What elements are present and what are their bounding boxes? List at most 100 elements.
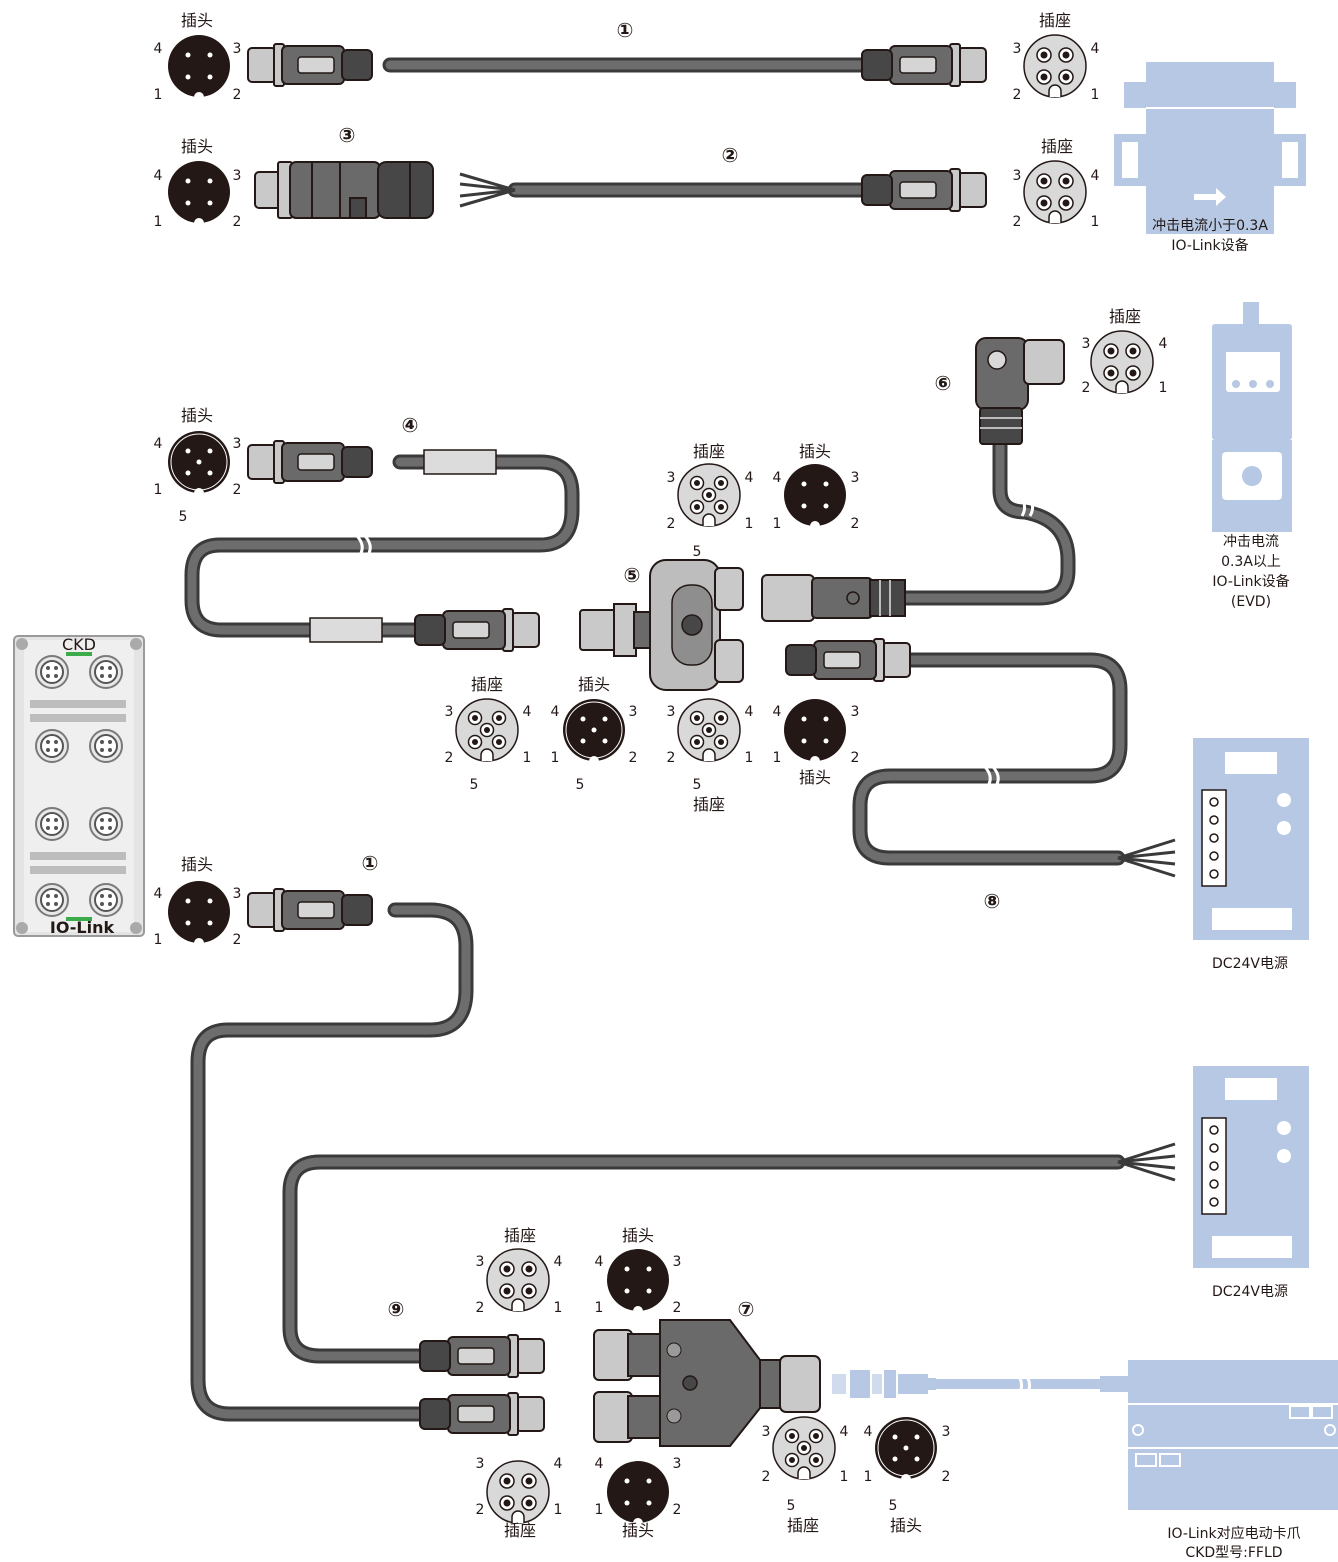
svg-text:1: 1 — [745, 516, 754, 532]
power-supply-1: DC24V电源 — [1193, 738, 1309, 972]
evd-device: 冲击电流 0.3A以上 IO-Link设备 (EVD) — [1212, 302, 1292, 610]
cable9-end-socket: 插座 3 4 2 1 — [476, 1226, 563, 1316]
svg-text:2: 2 — [942, 1469, 951, 1485]
svg-text:IO-Link设备: IO-Link设备 — [1171, 237, 1248, 254]
svg-text:4: 4 — [595, 1254, 604, 1270]
svg-text:IO-Link对应电动卡爪: IO-Link对应电动卡爪 — [1167, 1525, 1300, 1542]
plug-connector — [248, 441, 372, 483]
socket-connector — [862, 44, 986, 86]
svg-text:2: 2 — [673, 1502, 682, 1518]
cable-number-6: ⑥ — [935, 371, 952, 395]
svg-text:4: 4 — [523, 704, 532, 720]
plug-face-row1: 插头 4 3 1 2 — [154, 11, 242, 103]
svg-text:3: 3 — [667, 704, 676, 720]
svg-text:0.3A以上: 0.3A以上 — [1221, 554, 1281, 570]
socket-label: 插座 — [1041, 137, 1073, 156]
svg-text:1: 1 — [773, 750, 782, 766]
svg-text:2: 2 — [851, 516, 860, 532]
iolink-master-module: CKD IO-Link — [14, 635, 144, 937]
svg-text:2: 2 — [233, 214, 242, 230]
svg-text:2: 2 — [667, 516, 676, 532]
svg-text:插头: 插头 — [799, 768, 831, 787]
svg-text:3: 3 — [851, 704, 860, 720]
svg-text:插头: 插头 — [578, 675, 610, 694]
svg-text:4: 4 — [773, 704, 782, 720]
cable4-end-socket: 插座 3 4 2 1 5 — [445, 675, 532, 793]
svg-text:5: 5 — [693, 544, 702, 560]
svg-text:2: 2 — [851, 750, 860, 766]
socket-face-cable6: 插座 3 4 2 1 — [1082, 307, 1168, 396]
svg-text:3: 3 — [233, 41, 242, 57]
svg-text:1: 1 — [773, 516, 782, 532]
gripper-cable-plug: 4 3 1 2 5 插头 — [864, 1417, 951, 1535]
svg-text:插头: 插头 — [799, 442, 831, 461]
svg-text:4: 4 — [840, 1424, 849, 1440]
svg-text:3: 3 — [233, 168, 242, 184]
svg-text:3: 3 — [476, 1456, 485, 1472]
socket-face-row1: 插座 3 4 2 1 — [1013, 11, 1100, 103]
svg-text:5: 5 — [693, 777, 702, 793]
svg-text:1: 1 — [595, 1300, 604, 1316]
svg-text:冲击电流小于0.3A: 冲击电流小于0.3A — [1152, 218, 1268, 234]
svg-text:1: 1 — [864, 1469, 873, 1485]
svg-text:(EVD): (EVD) — [1231, 594, 1271, 610]
svg-text:4: 4 — [1091, 41, 1100, 57]
svg-text:3: 3 — [667, 470, 676, 486]
svg-text:5: 5 — [787, 1498, 796, 1514]
svg-text:插头: 插头 — [181, 855, 213, 874]
svg-text:3: 3 — [233, 886, 242, 902]
svg-text:2: 2 — [1013, 214, 1022, 230]
plug-connector — [248, 889, 372, 931]
svg-text:1: 1 — [523, 750, 532, 766]
cable-2 — [460, 169, 986, 211]
plug-connector — [248, 44, 372, 86]
svg-text:1: 1 — [551, 750, 560, 766]
svg-text:4: 4 — [154, 41, 163, 57]
svg-text:插座: 插座 — [693, 442, 725, 461]
socket-connector — [420, 1393, 544, 1435]
svg-text:IO-Link: IO-Link — [50, 918, 115, 937]
svg-text:5: 5 — [179, 509, 188, 525]
svg-text:插头: 插头 — [181, 406, 213, 425]
splitter5-input-plug: 插头 4 3 1 2 5 — [551, 675, 638, 793]
socket-connector — [420, 1335, 544, 1377]
svg-text:插头: 插头 — [622, 1226, 654, 1245]
cable-4 — [192, 441, 572, 651]
svg-text:5: 5 — [889, 1498, 898, 1514]
svg-text:冲击电流: 冲击电流 — [1223, 534, 1279, 550]
svg-text:1: 1 — [595, 1502, 604, 1518]
svg-text:4: 4 — [745, 470, 754, 486]
svg-text:插座: 插座 — [693, 795, 725, 814]
svg-text:3: 3 — [673, 1456, 682, 1472]
electric-gripper: IO-Link对应电动卡爪 CKD型号:FFLD — [1128, 1360, 1338, 1561]
svg-text:4: 4 — [154, 886, 163, 902]
svg-text:2: 2 — [233, 932, 242, 948]
socket-connector — [862, 169, 986, 211]
svg-text:3: 3 — [942, 1424, 951, 1440]
cable1-end-socket: 3 4 2 1 插座 — [476, 1456, 563, 1540]
cable-number-4: ④ — [402, 413, 419, 437]
cable-8 — [786, 639, 1175, 876]
svg-text:4: 4 — [1159, 336, 1168, 352]
cable-number-3: ③ — [339, 123, 356, 147]
svg-text:2: 2 — [1082, 380, 1091, 396]
svg-text:2: 2 — [476, 1502, 485, 1518]
splitter5-bottom-socket: 3 4 2 1 5 插座 — [667, 699, 754, 814]
svg-text:3: 3 — [233, 436, 242, 452]
svg-text:插座: 插座 — [471, 675, 503, 694]
socket-connector — [415, 609, 539, 651]
svg-text:1: 1 — [840, 1469, 849, 1485]
plug-face-bottom1: 插头 4 3 1 2 — [154, 855, 242, 948]
svg-text:3: 3 — [673, 1254, 682, 1270]
svg-text:插座: 插座 — [504, 1226, 536, 1245]
svg-text:3: 3 — [851, 470, 860, 486]
svg-text:4: 4 — [154, 436, 163, 452]
svg-text:3: 3 — [629, 704, 638, 720]
svg-text:3: 3 — [476, 1254, 485, 1270]
svg-text:4: 4 — [551, 704, 560, 720]
svg-text:3: 3 — [1082, 336, 1091, 352]
cable-number-5: ⑤ — [624, 563, 641, 587]
svg-text:2: 2 — [233, 87, 242, 103]
svg-text:2: 2 — [233, 482, 242, 498]
socket-face-row2: 插座 3 4 2 1 — [1013, 137, 1100, 230]
